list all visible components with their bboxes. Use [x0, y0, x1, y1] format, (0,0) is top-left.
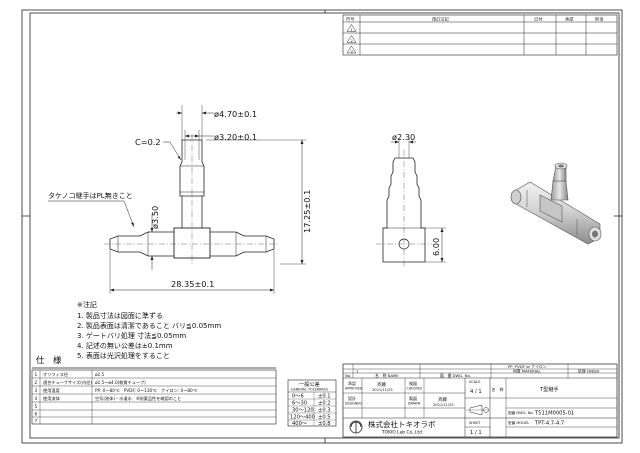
note-line-4: 4. 記述の無い公差は±0.1mm	[77, 341, 173, 350]
scale-label: SCALE	[469, 380, 481, 384]
sheet-label: SHEET	[469, 421, 482, 425]
notes-heading: ※注記	[77, 300, 97, 309]
outer-border	[21, 9, 623, 444]
material-label: 材質 MATERIAL	[513, 368, 541, 373]
spec-row-no: 4	[35, 396, 38, 401]
rev-mark-2: 2	[351, 39, 353, 43]
spec-table: 仕 様 1 オリフィス径 ø2.5 2 適合チューブサイズ(内径) ø2.5〜ø…	[31, 355, 277, 425]
drawn-stamp: 斉藤	[438, 396, 447, 403]
title-col-no: 1	[356, 368, 359, 373]
note-line-1: 1. 製品寸法は図面に準ずる	[77, 311, 163, 320]
spec-row-item: 適合チューブサイズ(内径)	[43, 379, 92, 386]
title-block: PP, PVDF or ナイロン 材質 MATERIAL 処理 FINISH 1…	[342, 363, 618, 438]
dim-chamfer: C=0.2	[135, 137, 161, 147]
name-value: T型継手	[539, 385, 559, 393]
rev-header-charge: 担当	[595, 16, 603, 23]
spec-row-no: 7	[35, 419, 38, 424]
spec-row-item: 使用温度	[43, 387, 61, 394]
spec-row-value: 空気(液体)・水道水 ※耐薬品性を確認のこと	[95, 395, 181, 402]
finish-label: 処理 FINISH	[578, 368, 599, 373]
drawn-date: 2021/11/25	[433, 403, 454, 407]
dim-side-top: ø2.30	[392, 132, 415, 142]
dim-side-d: ø3.50	[150, 206, 160, 229]
tol-value: ±0.2	[318, 401, 331, 407]
tol-value: ±0.1	[318, 394, 331, 400]
tolerance-title: 一般公差	[299, 380, 320, 388]
tol-range: 120〜400	[290, 415, 315, 421]
scale-value: 4 / 1	[470, 389, 482, 395]
rev-mark-1: 1	[351, 28, 353, 32]
spec-row-value: PP: 0〜80℃ PVDF: 0〜130℃ ナイロン: 0〜80℃	[95, 388, 198, 394]
tol-value: ±0.3	[318, 408, 331, 414]
tolerance-table: 一般公差 GENERAL TOLERANCE 0〜6 ±0.1 6〜30 ±0.…	[287, 379, 337, 427]
inner-border	[29, 12, 620, 439]
drawn-label: 製図	[409, 395, 417, 401]
rev-header-note: 改訂注記	[432, 16, 450, 23]
spec-row-no: 5	[35, 404, 38, 409]
projection-symbol-icon	[466, 404, 489, 416]
approved-en: APPROVED	[345, 387, 363, 391]
rev-triangle-icon	[346, 35, 357, 43]
sheet-value: 1 / 1	[470, 430, 482, 436]
spec-row-value: ø2.5	[95, 372, 105, 377]
side-view: ø2.30 6.00	[376, 132, 446, 268]
checked-en: CHECKED	[407, 387, 423, 391]
dim-side-h: 6.00	[431, 238, 441, 256]
spec-row-no: 3	[35, 388, 38, 393]
designed-label: 設計	[348, 395, 356, 401]
title-col-name: 名 称 NAME	[375, 373, 399, 378]
model-label: 型番 MODEL	[508, 420, 529, 425]
rev-triangle-icon	[346, 45, 357, 54]
note-barb-no-pl: タケノコ継手はPL無きこと	[48, 191, 133, 200]
dim-top-id: ø3.20±0.1	[214, 132, 257, 142]
company-logo-icon	[349, 420, 363, 434]
front-view: ø4.70±0.1 ø3.20±0.1 C=0.2 タケノコ継手はPL無きこと …	[48, 105, 312, 294]
spec-title: 仕 様	[36, 355, 62, 366]
drawn-en: DRAWN	[408, 402, 421, 406]
tol-value: ±0.8	[318, 421, 331, 427]
title-col-no-header: No.	[345, 373, 351, 378]
dwg-value: T511M0005-01	[534, 411, 574, 417]
rev-header-date: 日付	[534, 16, 542, 23]
rev-header-approved: 承認	[565, 16, 574, 23]
rev-triangle-icon	[346, 24, 357, 32]
stamp-name: 斉藤	[377, 381, 386, 388]
spec-row-no: 2	[35, 380, 38, 385]
tol-range: 400〜	[292, 421, 307, 427]
material-value: PP, PVDF or ナイロン	[508, 364, 547, 369]
tol-range: 6〜30	[292, 401, 307, 407]
dim-height: 17.25±0.1	[302, 190, 312, 233]
designed-en: DESIGNED	[345, 402, 362, 406]
spec-row-item: オリフィス径	[43, 371, 68, 377]
note-line-2: 2. 製品表面は清潔であること バリ≦0.05mm	[77, 321, 221, 330]
notes: ※注記 1. 製品寸法は図面に準ずる 2. 製品表面は清潔であること バリ≦0.…	[77, 300, 221, 360]
dim-length: 28.35±0.1	[171, 279, 214, 289]
name-label: 名 称	[492, 386, 504, 392]
isometric-render	[510, 162, 602, 245]
spec-row-value: ø2.5〜ø4.0(軟質チューブ)	[95, 379, 146, 386]
model-value: TPT-4.7-4.7	[534, 421, 564, 427]
spec-row-no: 6	[35, 412, 38, 417]
rev-mark-3: 3	[351, 49, 353, 53]
spec-row-no: 1	[35, 372, 38, 377]
dim-top-od: ø4.70±0.1	[214, 109, 257, 119]
revision-table: 符号 改訂注記 日付 承認 担当 1 2 3	[342, 14, 618, 56]
company-name: 株式会社トキオラボ	[368, 419, 436, 429]
approved-label: 承認	[348, 380, 356, 386]
tol-value: ±0.5	[318, 415, 331, 421]
company-name-en: TOKIO Lab Co.,Ltd.	[381, 430, 423, 436]
checked-label: 検図	[409, 380, 417, 386]
note-line-3: 3. ゲートバリ処理 寸法≦0.05mm	[77, 331, 186, 340]
title-col-drawing: 図 番 DWG. No.	[440, 373, 471, 378]
tol-range: 30〜120	[292, 408, 314, 414]
approved-date: 2021/11/25	[372, 388, 393, 392]
dwg-label: 図番 DWG. No.	[508, 410, 534, 415]
tol-range: 0〜6	[292, 394, 304, 400]
note-line-5: 5. 表面は光沢処理をすること	[77, 351, 170, 360]
spec-row-item: 使用流体	[43, 395, 61, 402]
tolerance-subtitle: GENERAL TOLERANCE	[291, 388, 328, 392]
rev-header-mark: 符号	[346, 16, 354, 23]
